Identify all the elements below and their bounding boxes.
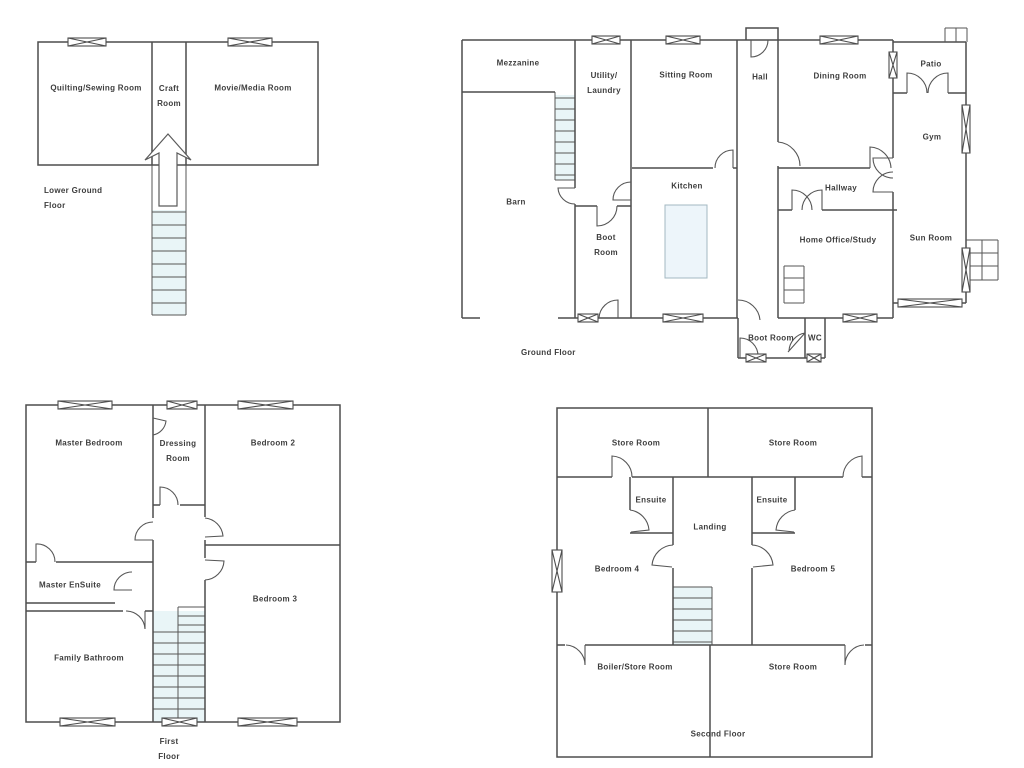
room-label-bedroom2: Bedroom 2 (250, 438, 296, 448)
home-office-stairs (783, 265, 805, 304)
room-label-quilting-sewing: Quilting/Sewing Room (50, 83, 142, 93)
room-label-store-top-left: Store Room (611, 438, 661, 448)
room-label-dining: Dining Room (813, 71, 867, 81)
room-label-master-ensuite: Master EnSuite (39, 580, 101, 590)
door-swing-icon (565, 455, 865, 666)
door-swing-icon (557, 39, 949, 358)
room-label-family-bathroom: Family Bathroom (54, 653, 124, 663)
room-label-sitting: Sitting Room (659, 70, 713, 80)
door-swing-icon (35, 417, 225, 630)
staircase (151, 165, 187, 316)
room-label-store-bottom: Store Room (768, 662, 818, 672)
staircase (153, 611, 205, 722)
room-label-kitchen: Kitchen (671, 181, 703, 191)
floor-caption-second: Second Floor (690, 729, 746, 739)
garden-steps (966, 239, 999, 281)
room-label-boot: Boot Room (594, 233, 618, 257)
floor-caption-lower-ground: Lower Ground Floor (44, 186, 103, 210)
room-label-boot-rear: Boot Room (748, 333, 794, 343)
room-label-ensuite-right: Ensuite (756, 495, 788, 505)
room-label-store-top-right: Store Room (768, 438, 818, 448)
room-label-boiler-store: Boiler/Store Room (597, 662, 673, 672)
room-label-craft: Craft Room (157, 84, 181, 108)
window-icon (227, 37, 273, 47)
window-icon (57, 400, 298, 727)
walls (556, 407, 873, 758)
lower-ground-floor-plan (37, 37, 319, 316)
staircase (673, 587, 712, 645)
walls (37, 41, 319, 166)
patio-steps (944, 27, 968, 42)
room-label-wc: WC (808, 333, 822, 343)
room-label-master-bedroom: Master Bedroom (55, 438, 123, 448)
staircase-treads (153, 606, 205, 722)
ground-floor-plan (461, 27, 999, 363)
room-label-patio: Patio (920, 59, 942, 69)
room-label-hall: Hall (752, 72, 768, 82)
second-floor-plan (551, 407, 873, 758)
floor-caption-first: First Floor (158, 737, 180, 761)
room-label-ensuite-left: Ensuite (635, 495, 667, 505)
floor-caption-ground: Ground Floor (521, 348, 576, 357)
room-label-bedroom5: Bedroom 5 (790, 564, 836, 574)
room-label-dressing: Dressing Room (159, 439, 197, 463)
staircase-treads (673, 586, 713, 645)
room-label-mezzanine: Mezzanine (496, 58, 540, 68)
window-icon (577, 35, 971, 363)
window-icon (551, 549, 563, 593)
staircase-treads (554, 92, 575, 181)
room-label-bedroom4: Bedroom 4 (594, 564, 640, 574)
room-label-gym: Gym (922, 132, 942, 142)
room-label-utility-laundry: Utility/ Laundry (587, 71, 621, 95)
first-floor-plan (25, 400, 341, 727)
stairs-direction-arrow-icon (144, 133, 192, 207)
room-label-sun: Sun Room (909, 233, 953, 243)
kitchen-island (664, 204, 708, 279)
room-label-landing: Landing (693, 522, 727, 532)
room-label-barn: Barn (506, 197, 526, 207)
staircase (555, 95, 575, 180)
room-label-bedroom3: Bedroom 3 (252, 594, 298, 604)
room-label-movie-media: Movie/Media Room (214, 83, 292, 93)
window-icon (67, 37, 107, 47)
room-label-hallway: Hallway (825, 183, 857, 193)
room-label-home-office: Home Office/Study (799, 235, 877, 245)
front-porch (745, 27, 779, 40)
